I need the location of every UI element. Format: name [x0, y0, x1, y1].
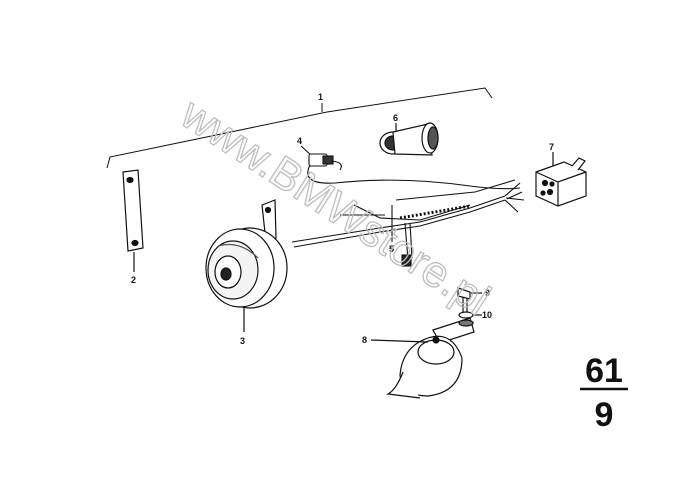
callout-8: 8 — [362, 335, 367, 345]
callout-3: 3 — [240, 336, 245, 346]
callout-6: 6 — [393, 113, 398, 123]
callout-4: 4 — [297, 136, 302, 146]
connector-icon — [300, 145, 521, 190]
relay-icon — [535, 152, 587, 207]
bolt-icon — [457, 287, 482, 312]
group-number-sub: 9 — [595, 396, 614, 434]
callout-7: 7 — [549, 142, 554, 152]
callout-9: 9 — [485, 288, 490, 298]
horn-icon — [205, 199, 288, 332]
horn-icon-snail — [370, 317, 475, 399]
bracket-icon — [122, 169, 144, 272]
callout-5: 5 — [389, 244, 394, 254]
group-number-main: 61 — [585, 352, 623, 390]
callout-10: 10 — [482, 310, 492, 320]
group-bracket-line — [106, 87, 493, 169]
wiring-harness-icon — [291, 179, 525, 267]
callout-1: 1 — [318, 92, 323, 102]
socket-icon — [379, 122, 439, 156]
callout-2: 2 — [131, 275, 136, 285]
washer-icon — [458, 311, 482, 327]
